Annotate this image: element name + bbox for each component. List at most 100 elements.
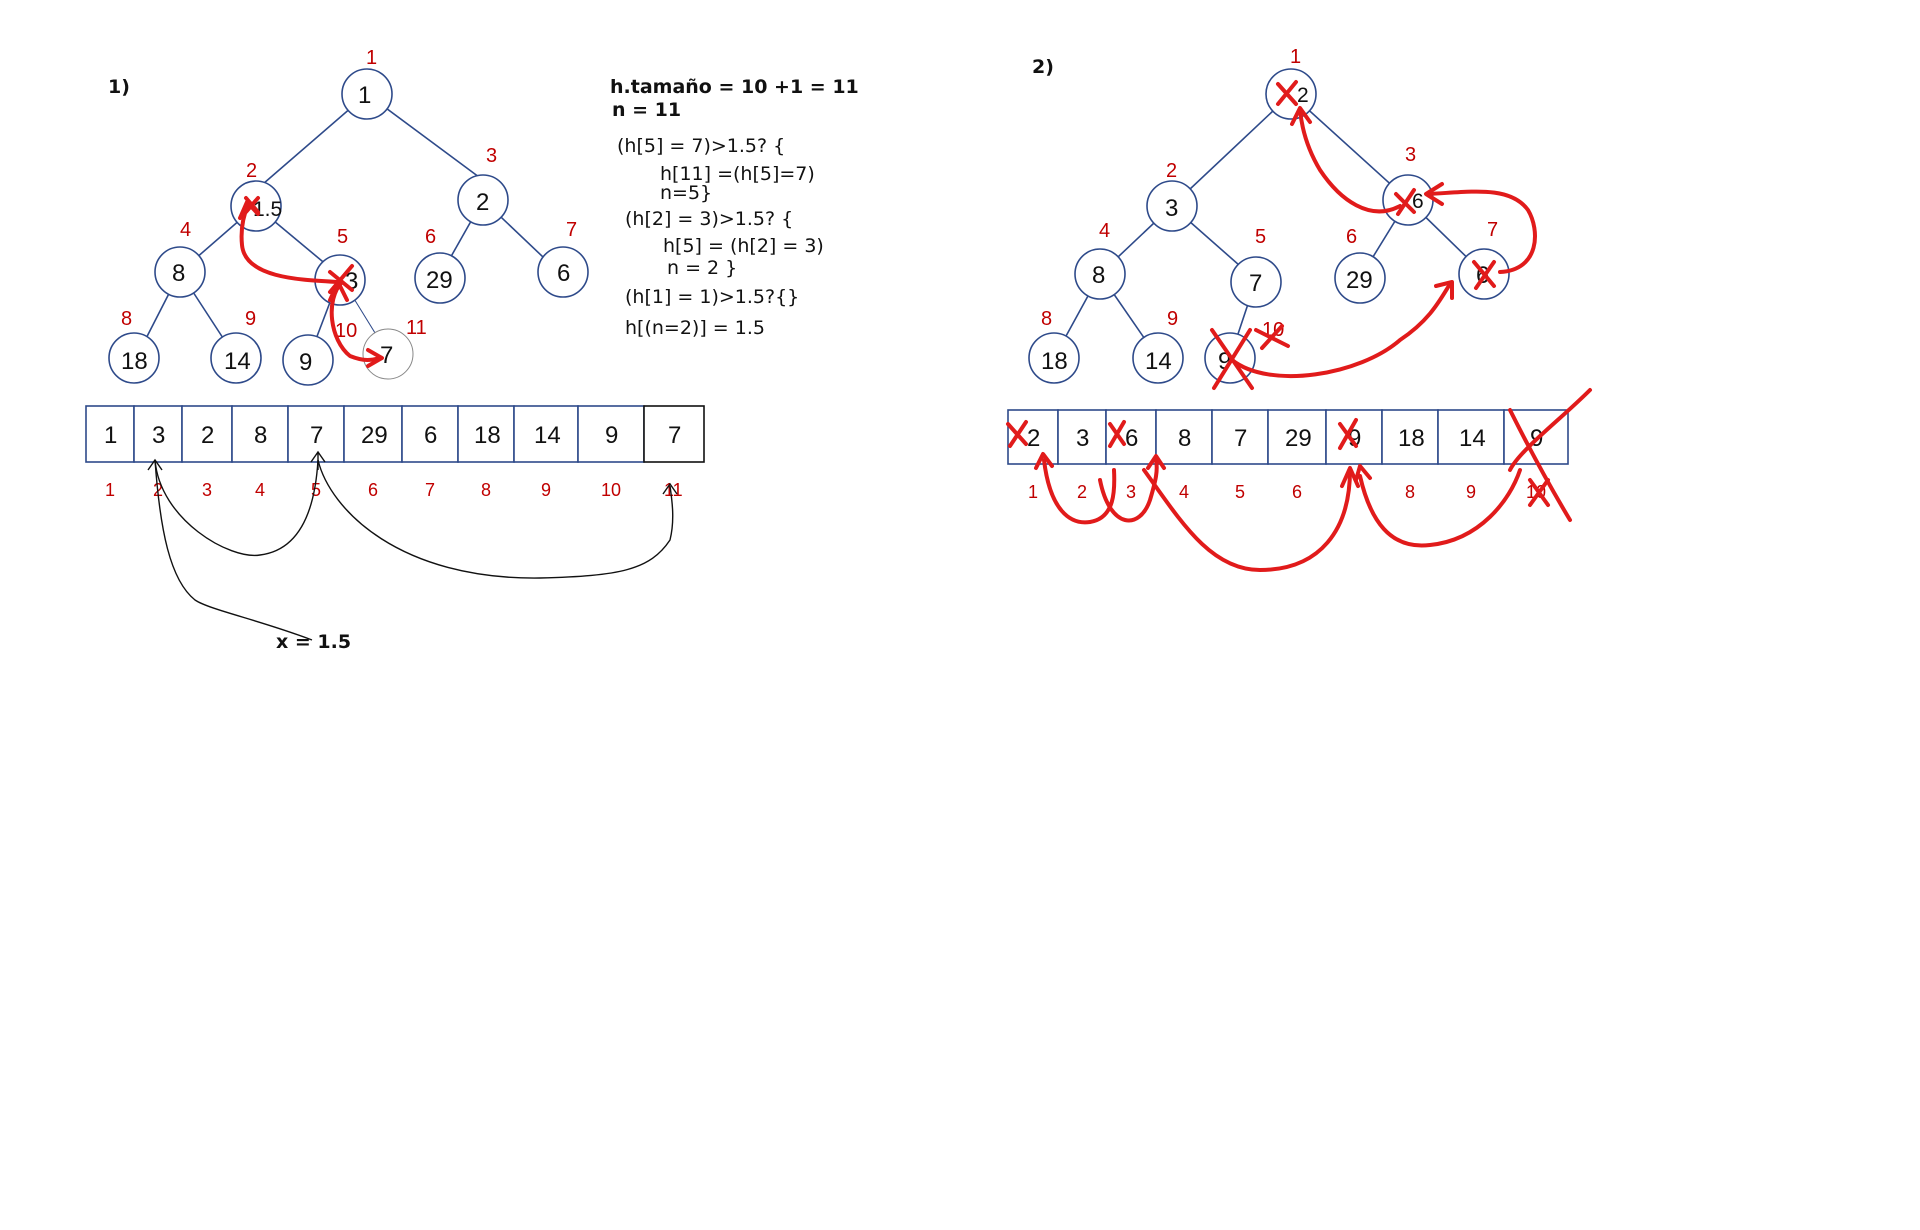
array-cell-value: 3 [152,422,165,449]
array-cell-value: 2 [1027,425,1040,452]
array-cell-value: 1 [104,422,117,449]
tree-node: 7 5 [1230,226,1282,308]
panel1-label: 1) [108,76,130,98]
tree-node: 3 5 [314,226,366,306]
svg-text:7: 7 [380,342,393,369]
array-cell: 8 [1155,409,1213,465]
array-cell-value: 14 [1459,425,1486,452]
array-cell: 7 [643,405,705,463]
svg-text:h.tamaño = 10 +1 = 11: h.tamaño = 10 +1 = 11 [610,76,859,98]
panel2-array-red-annotations [1006,388,1592,572]
array-cell-value: 8 [254,422,267,449]
svg-text:9: 9 [299,349,312,376]
panel1-black-arrows [147,450,678,641]
array-index: 7 [425,480,435,500]
svg-text:18: 18 [1041,348,1068,375]
tree-node: 9 10 [282,320,357,386]
svg-text:2: 2 [1166,160,1177,182]
array-index: 3 [202,480,212,500]
array-index: 1 [105,480,115,500]
svg-text:29: 29 [426,267,453,294]
svg-text:5: 5 [1255,226,1266,248]
tree-node: 8 4 [154,219,206,298]
tree-node: 7 11 [362,317,427,380]
tree-node: 8 4 [1074,220,1126,300]
array-index: 2 [1077,482,1087,502]
panel1-red-annotations [238,196,384,368]
array-index: 11 [664,480,683,500]
svg-text:8: 8 [172,260,185,287]
svg-text:7: 7 [1487,219,1498,241]
svg-text:14: 14 [1145,348,1172,375]
tree-node: 14 9 [210,308,262,384]
svg-text:6: 6 [1412,190,1424,213]
svg-text:h[11] =(h[5]=7): h[11] =(h[5]=7) [660,163,815,185]
array-cell: 9 [577,405,645,463]
svg-text:6: 6 [425,226,436,248]
array-cell: 29 [343,405,403,463]
array-cell-value: 3 [1076,425,1089,452]
array-cell: 18 [1381,409,1439,465]
array-cell-value: 6 [424,422,437,449]
svg-text:6: 6 [557,260,570,287]
tree-node: 2 1 [1265,46,1317,120]
svg-text:n=5}: n=5} [660,182,712,204]
svg-text:h[(n=2)] = 1.5: h[(n=2)] = 1.5 [625,317,765,339]
svg-text:1: 1 [366,47,377,69]
array-cell: 7 [287,405,345,463]
tree-node: 14 9 [1132,308,1184,384]
array-cell-value: 2 [201,422,214,449]
svg-text:1: 1 [1290,46,1301,68]
array-cell-value: 9 [605,422,618,449]
array-cell-value: 14 [534,422,561,449]
array-cell: 3 [1057,409,1107,465]
svg-text:1.5: 1.5 [253,198,282,221]
array-index: 3 [1126,482,1136,502]
svg-text:11: 11 [406,317,427,339]
panel2-label: 2) [1032,56,1054,78]
array-cell: 6 [401,405,459,463]
array-cell-value: 29 [1285,425,1312,452]
array-cell-value: 7 [1234,425,1247,452]
svg-text:(h[5] = 7)>1.5? {: (h[5] = 7)>1.5? { [617,135,785,157]
svg-text:n = 11: n = 11 [612,99,681,121]
svg-text:18: 18 [121,348,148,375]
svg-text:14: 14 [224,348,251,375]
tree-node: 3 2 [1146,160,1198,232]
array-cell: 1 [85,405,135,463]
svg-text:3: 3 [1165,195,1178,222]
tree-node: 6 7 [1458,219,1510,300]
tree-node: 6 3 [1382,144,1434,226]
array-cell: 14 [513,405,579,463]
array-cell-value: 29 [361,422,388,449]
svg-text:2: 2 [246,160,257,182]
array-cell-value: 6 [1125,425,1138,452]
svg-text:7: 7 [1249,270,1262,297]
array-cell: 18 [457,405,515,463]
svg-text:2: 2 [1297,84,1309,107]
svg-text:h[5] = (h[2] = 3): h[5] = (h[2] = 3) [663,235,824,257]
array-index: 5 [1235,482,1245,502]
array-index: 1 [1028,482,1038,502]
svg-text:4: 4 [180,219,191,241]
svg-text:(h[1] = 1)>1.5?{}: (h[1] = 1)>1.5?{} [625,286,799,308]
svg-text:8: 8 [121,308,132,330]
array-cell: 2 [181,405,233,463]
svg-text:4: 4 [1099,220,1110,242]
svg-text:29: 29 [1346,267,1373,294]
svg-text:7: 7 [566,219,577,241]
svg-text:6: 6 [1346,226,1357,248]
array-index: 4 [255,480,265,500]
panel2-red-annotations [1210,80,1537,390]
array-cell: 14 [1437,409,1505,465]
array-index: 4 [1179,482,1189,502]
array-index: 8 [481,480,491,500]
tree-node: 6 7 [537,219,589,298]
tree-node: 29 6 [414,226,466,304]
svg-text:5: 5 [337,226,348,248]
array-cell-value: 8 [1178,425,1191,452]
tree-node: 18 8 [108,308,160,384]
